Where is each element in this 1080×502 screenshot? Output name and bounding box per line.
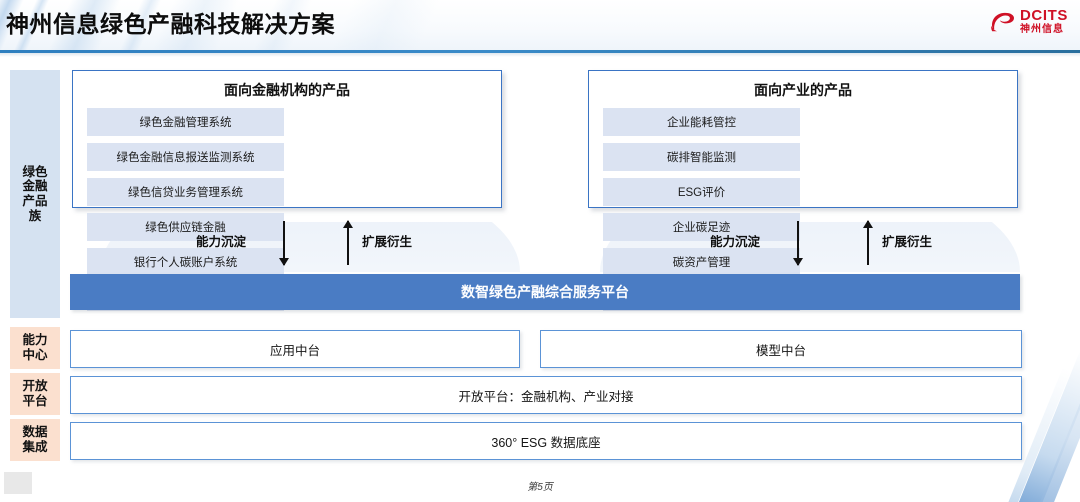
product-chip[interactable]: ESG评价 — [603, 178, 800, 206]
capability-box-model-middle-platform[interactable]: 模型中台 — [540, 330, 1022, 368]
flow-label-capability-precipitation: 能力沉淀 — [196, 235, 247, 249]
product-chip[interactable]: 企业碳足迹 — [603, 213, 800, 241]
open-platform-box[interactable]: 开放平台：金融机构、产业对接 — [70, 376, 1022, 414]
flow-label-expansion-derivation: 扩展衍生 — [882, 235, 933, 249]
sidebar-item-label: 能力 中心 — [22, 333, 48, 362]
data-integration-box[interactable]: 360° ESG 数据底座 — [70, 422, 1022, 460]
header-divider — [0, 50, 1080, 53]
brand-name-cn: 神州信息 — [1020, 24, 1064, 35]
box-label: 360° ESG 数据底座 — [491, 435, 601, 450]
header-divider-shadow — [0, 53, 1080, 57]
product-chip[interactable]: 绿色金融管理系统 — [87, 108, 284, 136]
panel-title: 面向产业的产品 — [754, 82, 852, 98]
flow-label-expansion-derivation: 扩展衍生 — [362, 235, 413, 249]
product-chip[interactable]: 绿色供应链金融 — [87, 213, 284, 241]
panel-title: 面向金融机构的产品 — [224, 82, 350, 98]
sidebar-item-label: 绿色 金融 产品 族 — [22, 164, 48, 223]
slide-header — [0, 0, 1080, 52]
sidebar-item-label: 数据 集成 — [22, 425, 48, 454]
product-chip[interactable]: 企业能耗管控 — [603, 108, 800, 136]
corner-swoosh-decoration — [988, 292, 1080, 502]
product-chip[interactable]: 碳排智能监测 — [603, 143, 800, 171]
product-chip[interactable]: 银行个人碳账户系统 — [87, 248, 284, 276]
product-chip[interactable]: 碳资产管理 — [603, 248, 800, 276]
brand-logo-text: DCITS 神州信息 — [1020, 8, 1068, 35]
box-label: 开放平台：金融机构、产业对接 — [458, 389, 634, 404]
brand-logo: DCITS 神州信息 — [989, 8, 1068, 35]
page-number: 第5页 — [527, 482, 553, 493]
product-panel-industry: 面向产业的产品 企业能耗管控 碳排智能监测 ESG评价 企业碳足迹 碳资产管理 … — [588, 70, 1018, 311]
product-chip-list: 绿色金融管理系统 绿色金融信息报送监测系统 绿色信贷业务管理系统 绿色供应链金融… — [73, 100, 501, 321]
sidebar-item-open-platform[interactable]: 开放 平台 — [10, 373, 60, 415]
platform-bar[interactable]: 数智绿色产融综合服务平台 — [70, 274, 1020, 310]
capability-box-application-middle-platform[interactable]: 应用中台 — [70, 330, 520, 368]
arrow-up-icon — [342, 220, 354, 265]
arrow-down-icon — [792, 221, 804, 266]
brand-name-en: DCITS — [1020, 7, 1068, 24]
box-label: 模型中台 — [755, 343, 806, 358]
product-panel-financial-institutions: 面向金融机构的产品 绿色金融管理系统 绿色金融信息报送监测系统 绿色信贷业务管理… — [72, 70, 502, 311]
sidebar-item-capability-center[interactable]: 能力 中心 — [10, 327, 60, 369]
arrow-down-icon — [278, 221, 290, 266]
sidebar-item-label: 开放 平台 — [22, 379, 48, 408]
platform-bar-label: 数智绿色产融综合服务平台 — [461, 284, 629, 300]
product-chip[interactable]: 绿色信贷业务管理系统 — [87, 178, 284, 206]
page-title: 神州信息绿色产融科技解决方案 — [6, 11, 335, 37]
sidebar-item-green-finance-products[interactable]: 绿色 金融 产品 族 — [10, 70, 60, 318]
product-chip[interactable]: 绿色金融信息报送监测系统 — [87, 143, 284, 171]
arrow-up-icon — [862, 220, 874, 265]
dcits-swirl-icon — [989, 11, 1015, 33]
flow-label-capability-precipitation: 能力沉淀 — [710, 235, 761, 249]
sidebar-item-data-integration[interactable]: 数据 集成 — [10, 419, 60, 461]
box-label: 应用中台 — [269, 343, 320, 358]
corner-square-decoration — [4, 472, 32, 494]
